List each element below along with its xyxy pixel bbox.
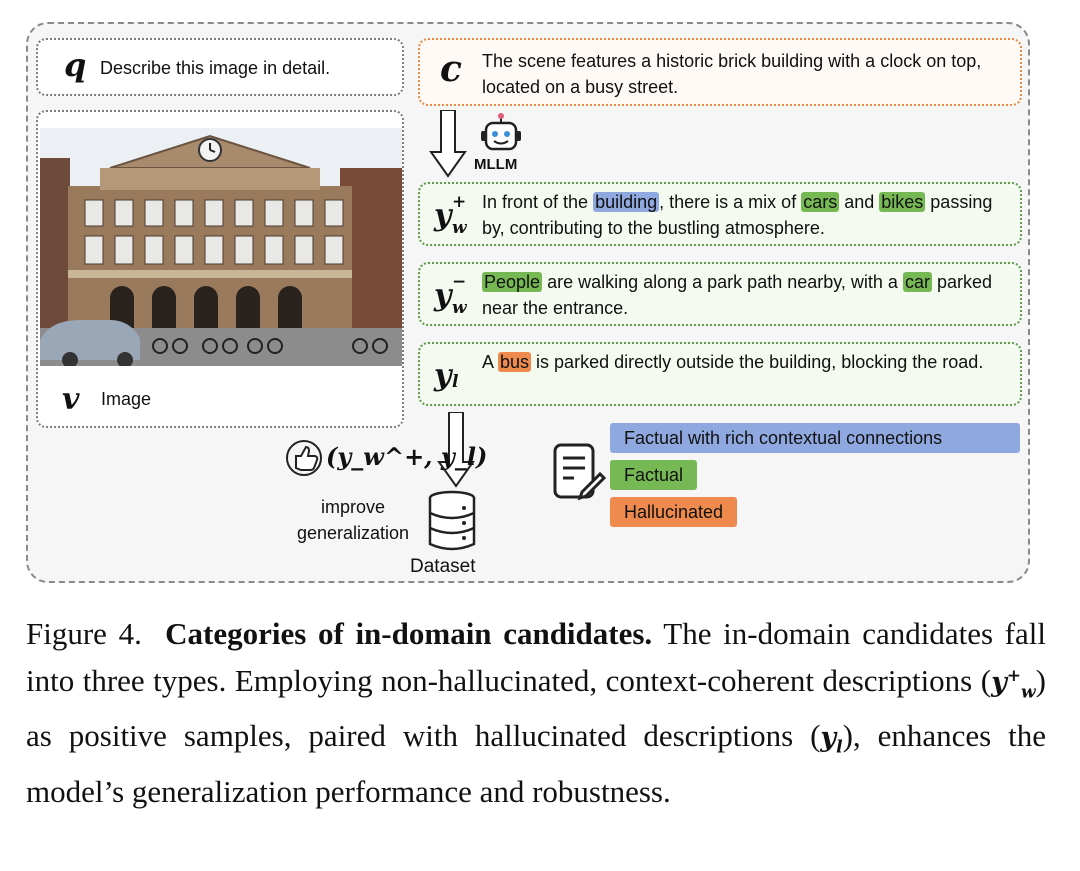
candidate-text: A bus is parked directly outside the bui… xyxy=(482,352,984,372)
robot-icon xyxy=(481,113,521,151)
legend-factual: Factual xyxy=(610,460,698,490)
query-box: q Describe this image in detail. xyxy=(36,38,404,96)
query-text: Describe this image in detail. xyxy=(100,58,331,78)
query-symbol: q xyxy=(64,46,87,84)
candidate-text: In front of the building, there is a mix… xyxy=(482,192,993,238)
caption-math-yl: yl xyxy=(820,722,843,758)
candidate-box-yl: y l A bus is parked directly outside the… xyxy=(418,342,1022,406)
down-arrow-dataset xyxy=(437,412,475,488)
pair-label: (y_w^+, y_l) xyxy=(326,442,488,471)
mllm-label: MLLM xyxy=(474,156,518,173)
context-box: c The scene features a historic brick bu… xyxy=(418,38,1022,106)
highlight-cars: cars xyxy=(801,192,840,212)
building-photo xyxy=(40,128,402,366)
caption-text-2: ) as positive samples, paired with hallu… xyxy=(26,663,1046,754)
image-label: Image xyxy=(101,389,152,409)
highlight-people: People xyxy=(482,272,543,292)
highlight-building: building xyxy=(593,192,660,212)
candidate-symbol: y + w xyxy=(434,192,467,238)
legend-hallucinated: Hallucinated xyxy=(610,497,738,527)
context-symbol: c xyxy=(440,48,462,90)
candidate-box-yw-plus: y + w In front of the building, there is… xyxy=(418,182,1022,246)
caption-math-yw: y+w xyxy=(991,666,1036,703)
caption-text-3: ), enhances the model’s generalization p… xyxy=(26,718,1047,809)
candidate-text: People are walking along a park path nea… xyxy=(482,272,993,318)
candidate-box-yw-minus: y − w People are walking along a park pa… xyxy=(418,262,1022,326)
highlight-bus: bus xyxy=(498,352,532,372)
context-text: The scene features a historic brick buil… xyxy=(482,51,982,97)
dataset-label: Dataset xyxy=(410,556,476,577)
database-icon xyxy=(428,490,476,551)
image-symbol: v xyxy=(62,382,80,417)
highlight-bikes: bikes xyxy=(879,192,926,212)
highlight-car: car xyxy=(902,272,932,292)
improve-label: improve generalization xyxy=(296,497,410,543)
candidate-symbol: y − w xyxy=(434,272,467,318)
figure-caption: Figure 4. Categories of in-domain candid… xyxy=(26,612,1046,813)
caption-prefix: Figure 4. xyxy=(26,616,142,651)
caption-text-1: The in-domain candidates fall into three… xyxy=(26,616,1046,698)
down-arrow xyxy=(429,110,467,178)
candidate-symbol: y l xyxy=(434,358,459,393)
thumbs-up-icon xyxy=(286,440,322,476)
caption-title: Categories of in-domain candidates. xyxy=(165,616,653,651)
legend-factual-rich: Factual with rich contextual connections xyxy=(610,423,1020,453)
notes-icon xyxy=(553,443,606,501)
